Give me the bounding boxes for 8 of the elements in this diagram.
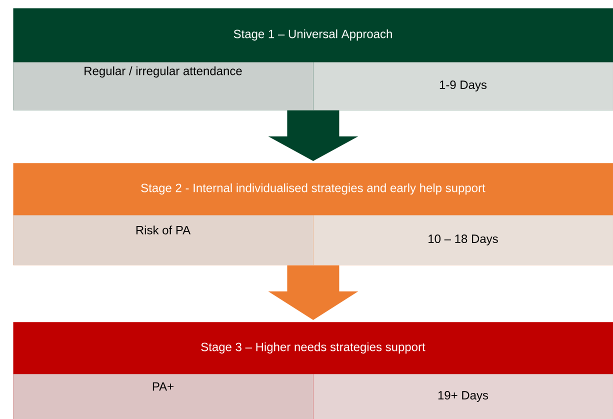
table-cell: Risk of PA [13,215,314,266]
block-arrow [268,110,358,161]
table-cell: 1-9 Days [313,62,613,110]
block-arrow [268,265,358,320]
table-cell: PA+ [13,374,314,419]
table-cell: 19+ Days [313,374,613,419]
table-cell: 10 – 18 Days [313,215,613,266]
table-cell: Regular / irregular attendance [13,62,314,110]
